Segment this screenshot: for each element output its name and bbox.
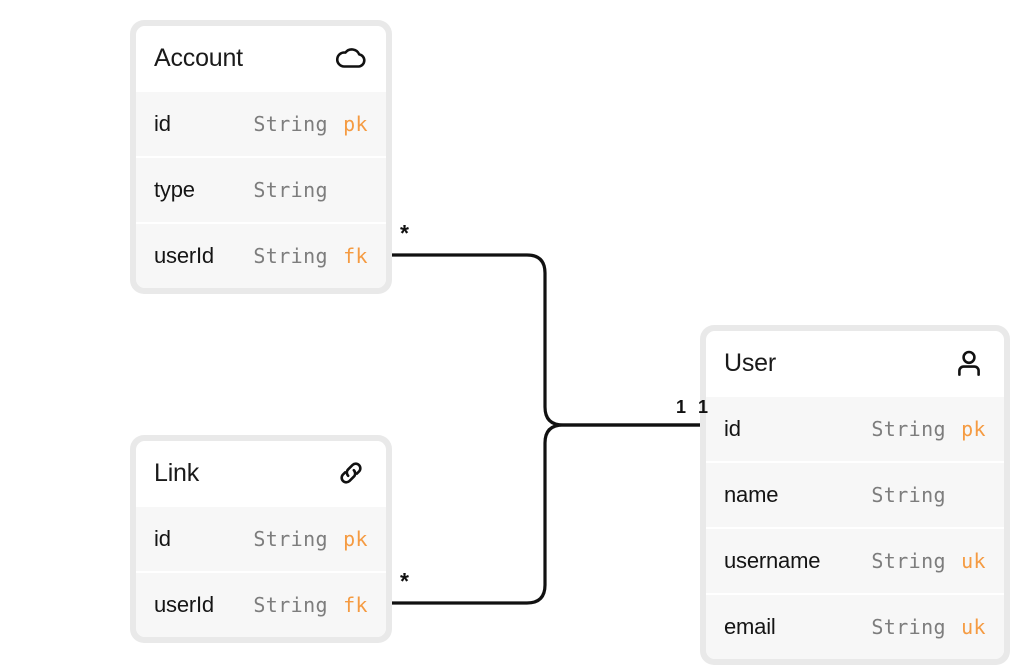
entity-card-user[interactable]: User id String pk na <box>700 325 1010 665</box>
attribute-row[interactable]: name String <box>706 461 1004 527</box>
attribute-meta: String pk <box>253 112 368 136</box>
entity-title: Account <box>154 43 243 72</box>
attribute-name: email <box>724 614 776 639</box>
attribute-type: String <box>253 178 328 202</box>
attribute-name: userId <box>154 243 214 268</box>
edge-link-to-user <box>384 423 707 605</box>
edge-account-to-user <box>384 253 707 427</box>
attribute-key: uk <box>961 615 986 639</box>
entity-card-account[interactable]: Account id String pk type String <box>130 20 392 294</box>
cardinality-label-link-source: * <box>400 568 409 594</box>
attribute-type: String <box>253 244 328 268</box>
attribute-meta: String <box>871 483 986 507</box>
attribute-type: String <box>253 112 328 136</box>
entity-card-link[interactable]: Link id String pk us <box>130 435 392 643</box>
attribute-name: id <box>724 416 741 441</box>
entity-body: Account id String pk type String <box>136 26 386 288</box>
entity-title: Link <box>154 458 200 487</box>
attribute-name: name <box>724 482 779 507</box>
attribute-name: type <box>154 177 195 202</box>
attribute-row[interactable]: type String <box>136 156 386 222</box>
attribute-type: String <box>253 593 328 617</box>
person-icon <box>952 346 986 380</box>
cardinality-label-account-target: 1 <box>676 397 687 417</box>
attribute-row[interactable]: userId String fk <box>136 571 386 637</box>
attribute-row[interactable]: id String pk <box>706 395 1004 461</box>
attribute-type: String <box>871 615 946 639</box>
attribute-meta: String pk <box>871 417 986 441</box>
cardinality-label-account-source: * <box>400 220 409 246</box>
entity-header-user: User <box>706 331 1004 395</box>
attribute-row[interactable]: id String pk <box>136 505 386 571</box>
entity-header-link: Link <box>136 441 386 505</box>
attribute-row[interactable]: email String uk <box>706 593 1004 659</box>
entity-title: User <box>724 348 776 377</box>
entity-body: User id String pk na <box>706 331 1004 659</box>
attribute-type: String <box>871 483 946 507</box>
entity-body: Link id String pk us <box>136 441 386 637</box>
link-icon <box>334 456 368 490</box>
attribute-meta: String uk <box>871 549 986 573</box>
attribute-meta: String uk <box>871 615 986 639</box>
attribute-row[interactable]: userId String fk <box>136 222 386 288</box>
cardinality-label-link-target: 1 <box>698 397 709 417</box>
attribute-meta: String pk <box>253 527 368 551</box>
attribute-key: fk <box>343 593 368 617</box>
attribute-row[interactable]: id String pk <box>136 90 386 156</box>
attribute-type: String <box>871 417 946 441</box>
attribute-key: pk <box>961 417 986 441</box>
attribute-name: username <box>724 548 821 573</box>
attribute-key: fk <box>343 244 368 268</box>
attribute-type: String <box>871 549 946 573</box>
attribute-name: userId <box>154 592 214 617</box>
attribute-key: uk <box>961 549 986 573</box>
attribute-name: id <box>154 526 171 551</box>
attribute-row[interactable]: username String uk <box>706 527 1004 593</box>
attribute-key: pk <box>343 527 368 551</box>
attribute-meta: String <box>253 178 368 202</box>
attribute-key: pk <box>343 112 368 136</box>
attribute-type: String <box>253 527 328 551</box>
entity-header-account: Account <box>136 26 386 90</box>
attribute-meta: String fk <box>253 244 368 268</box>
attribute-meta: String fk <box>253 593 368 617</box>
cloud-icon <box>334 41 368 75</box>
attribute-name: id <box>154 111 171 136</box>
